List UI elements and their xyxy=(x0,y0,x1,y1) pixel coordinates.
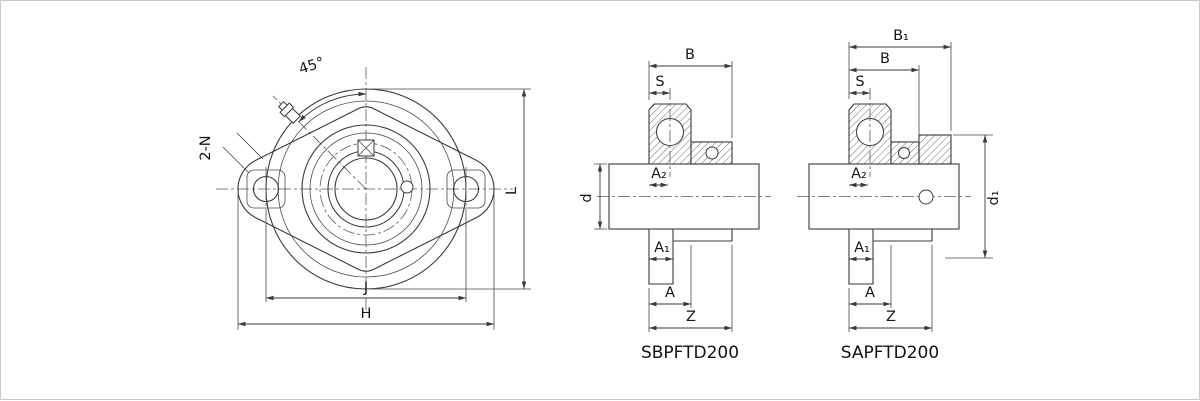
dim-label-A1: A₁ xyxy=(854,240,870,256)
collar-set-screw xyxy=(918,189,934,205)
bore-circle xyxy=(334,157,398,221)
dim-label-A: A xyxy=(665,285,675,301)
dim-ext-J xyxy=(265,211,467,302)
dim-label-d1: d₁ xyxy=(986,190,1002,205)
dim-label-L: L xyxy=(504,187,520,195)
eccentric-collar xyxy=(918,134,952,165)
flange-plate-section xyxy=(648,229,674,285)
housing-boss xyxy=(673,229,733,242)
dim-label-A: A xyxy=(865,285,875,301)
set-screw-hole xyxy=(705,146,719,160)
side-screw-hole xyxy=(400,180,414,194)
bolt-dim-leaders xyxy=(222,132,264,174)
bolt-holes-label: 2-N xyxy=(198,135,214,160)
bearing-outer-ring-circle xyxy=(301,124,431,254)
caption-sapftd: SAPFTD200 xyxy=(841,343,939,363)
dim-ext-Z xyxy=(648,245,733,332)
dim-label-S: S xyxy=(655,74,664,90)
center-lines xyxy=(216,67,513,311)
dim-label-B: B xyxy=(880,51,890,67)
housing-boss xyxy=(873,229,933,242)
dim-label-J: J xyxy=(363,280,368,296)
dim-ext-L xyxy=(371,88,531,290)
section-view-sapftd: B₁ B S A₂ A₁ A Z d₁ SAPFTD200 xyxy=(797,28,1002,363)
dim-label-H: H xyxy=(361,306,372,322)
dim-ext-Z xyxy=(848,245,933,332)
flange-plate-section xyxy=(848,229,874,285)
angle-dim-label: 45° xyxy=(297,55,326,78)
dim-ext-H xyxy=(237,194,495,330)
dim-label-S: S xyxy=(855,74,864,90)
bolt-hole-center-lines xyxy=(265,167,467,211)
dim-label-B1: B₁ xyxy=(893,28,909,44)
flange-outline xyxy=(237,106,495,272)
angle-dim-arc xyxy=(298,91,367,123)
grease-fitting xyxy=(277,100,301,124)
caption-sbpftd: SBPFTD200 xyxy=(641,343,739,363)
set-screw-hole xyxy=(898,147,910,159)
dim-label-A2: A₂ xyxy=(651,166,667,182)
outer-ring-raceway-circle xyxy=(309,132,423,246)
dim-label-A1: A₁ xyxy=(654,240,670,256)
dim-label-Z: Z xyxy=(686,309,696,325)
set-screw-cross xyxy=(357,139,375,157)
front-view: 45° 2-N L J H xyxy=(198,55,531,330)
dim-label-A2: A₂ xyxy=(851,166,867,182)
dim-label-d: d xyxy=(579,193,595,202)
section-view-sbpftd: B S A₂ d A₁ A Z SBPFTD200 xyxy=(579,47,771,363)
dim-label-B: B xyxy=(685,47,695,63)
dim-label-Z: Z xyxy=(886,309,896,325)
grease-fitting-tip xyxy=(277,100,288,111)
